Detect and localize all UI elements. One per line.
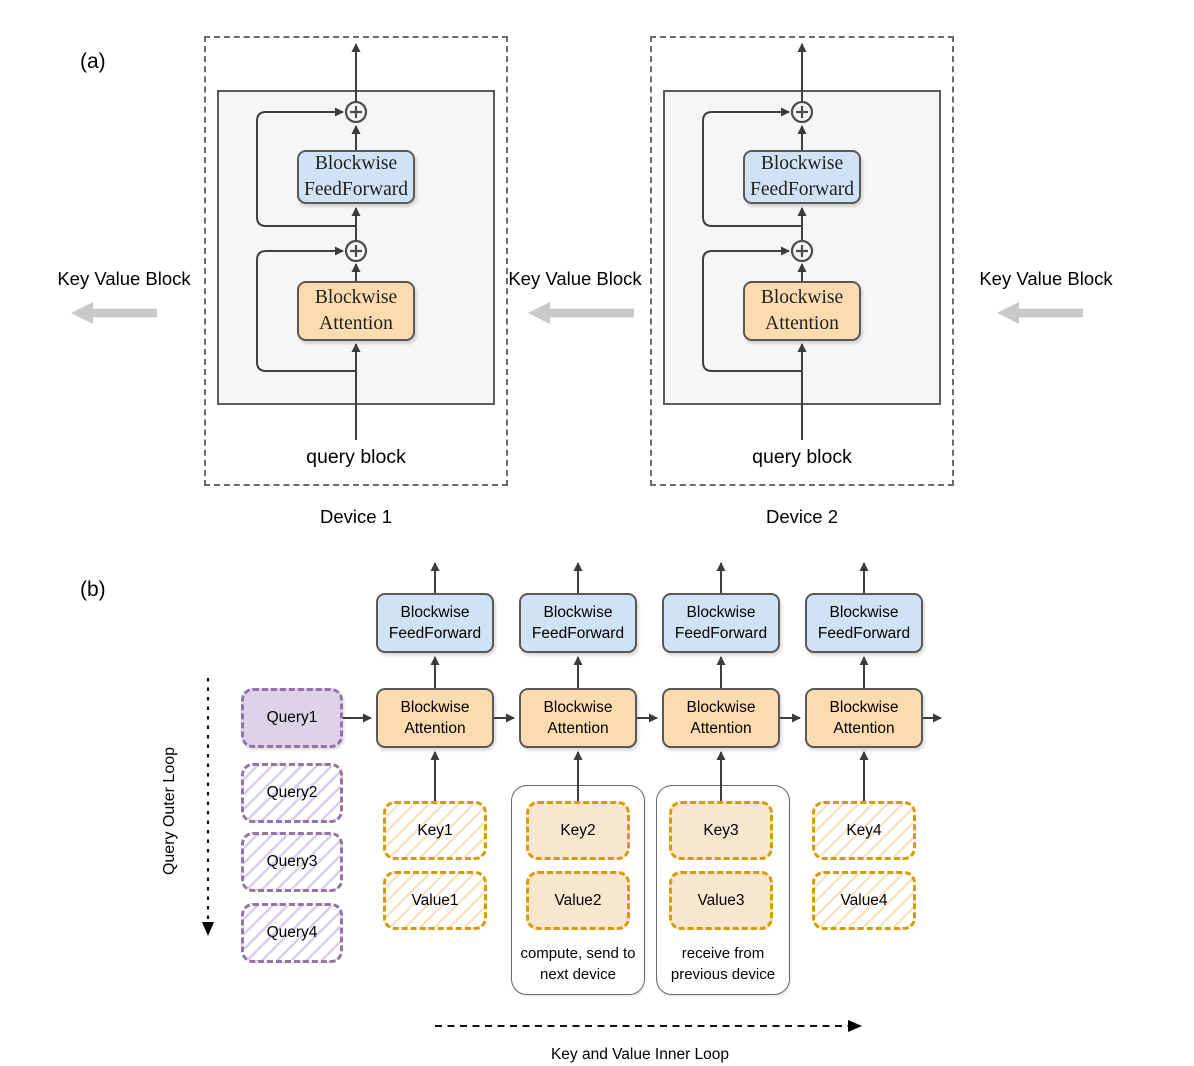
block-label-line2: FeedForward [674,625,768,642]
device1-query-block-label: query block [306,446,406,468]
value-label: Value1 [411,891,459,909]
block-label-line2: FeedForward [531,625,625,642]
query-label: Query4 [266,924,318,941]
block-label-line2: FeedForward [388,625,482,642]
b-attention-block-2: Blockwise Attention [519,688,637,748]
query-label: Query1 [266,709,318,726]
block-label-line2: Attention [765,313,839,334]
block-label-line2: Attention [833,720,895,737]
gray-left-arrow-icon [71,302,157,324]
compute-send-annotation: compute, send to next device [512,943,644,985]
block-label-line2: Attention [319,313,393,334]
device2-blockwise-attention-block: Blockwise Attention [743,281,861,341]
query4-block: Query4 [241,903,343,963]
value-label: Value2 [554,891,602,909]
value-label: Value3 [697,891,745,909]
block-label-line2: Attention [404,720,466,737]
device2-blockwise-feedforward-block: Blockwise FeedForward [743,150,861,204]
b-attention-block-3: Blockwise Attention [662,688,780,748]
b-attention-block-1: Blockwise Attention [376,688,494,748]
block-label-line1: Blockwise [543,604,613,621]
kv-inner-loop-label: Key and Value Inner Loop [550,1046,730,1063]
key-label: Key1 [417,821,453,839]
query3-block: Query3 [241,832,343,892]
value4-block: Value4 [812,871,916,930]
kv-block-label-right: Key Value Block [979,268,1113,289]
block-label-line1: Blockwise [314,287,398,308]
receive-annotation: receive from previous device [657,943,789,985]
gray-left-arrow-icon [528,302,634,324]
block-label-line1: Blockwise [829,699,899,716]
value2-block: Value2 [526,871,630,930]
block-label-line2: Attention [547,720,609,737]
device1-layer-box [217,90,495,405]
kv-block-label-left: Key Value Block [57,268,191,289]
query-label: Query3 [266,853,318,870]
value3-block: Value3 [669,871,773,930]
query1-block: Query1 [241,688,343,748]
device1-blockwise-attention-block: Blockwise Attention [297,281,415,341]
b-feedforward-block-1: Blockwise FeedForward [376,593,494,653]
gray-left-arrow-icon [997,302,1083,324]
block-label-line1: Blockwise [686,699,756,716]
key3-block: Key3 [669,801,773,860]
value-label: Value4 [840,891,888,909]
block-label-line2: FeedForward [817,625,911,642]
key2-block: Key2 [526,801,630,860]
device2-label: Device 2 [766,506,838,527]
block-label-line1: Blockwise [829,604,899,621]
device2-query-block-label: query block [752,446,852,468]
block-label-line1: Blockwise [760,287,844,308]
device1-label: Device 1 [320,506,392,527]
b-feedforward-block-3: Blockwise FeedForward [662,593,780,653]
block-label-line1: Blockwise [686,604,756,621]
key-label: Key2 [560,821,596,839]
key4-block: Key4 [812,801,916,860]
block-label-line1: Blockwise [543,699,613,716]
query-outer-loop-label: Query Outer Loop [161,746,178,876]
block-label-line2: Attention [690,720,752,737]
device1-blockwise-feedforward-block: Blockwise FeedForward [297,150,415,204]
annotation-line1: receive from [681,945,765,962]
key-label: Key4 [846,821,882,839]
block-label-line1: Blockwise [760,153,844,174]
block-label-line2: FeedForward [750,179,854,200]
block-label-line1: Blockwise [400,604,470,621]
annotation-line2: previous device [670,966,776,983]
query2-block: Query2 [241,763,343,823]
annotation-line1: compute, send to [520,945,636,962]
panel-a-label: (a) [80,50,106,73]
b-attention-block-4: Blockwise Attention [805,688,923,748]
block-label-line1: Blockwise [314,153,398,174]
block-label-line1: Blockwise [400,699,470,716]
device2-layer-box [663,90,941,405]
block-label-line2: FeedForward [304,179,408,200]
b-feedforward-block-4: Blockwise FeedForward [805,593,923,653]
key1-block: Key1 [383,801,487,860]
b-feedforward-block-2: Blockwise FeedForward [519,593,637,653]
query-label: Query2 [266,784,318,801]
kv-block-label-middle: Key Value Block [508,268,642,289]
annotation-line2: next device [540,966,616,983]
panel-b-label: (b) [80,578,106,601]
value1-block: Value1 [383,871,487,930]
key-label: Key3 [703,821,739,839]
